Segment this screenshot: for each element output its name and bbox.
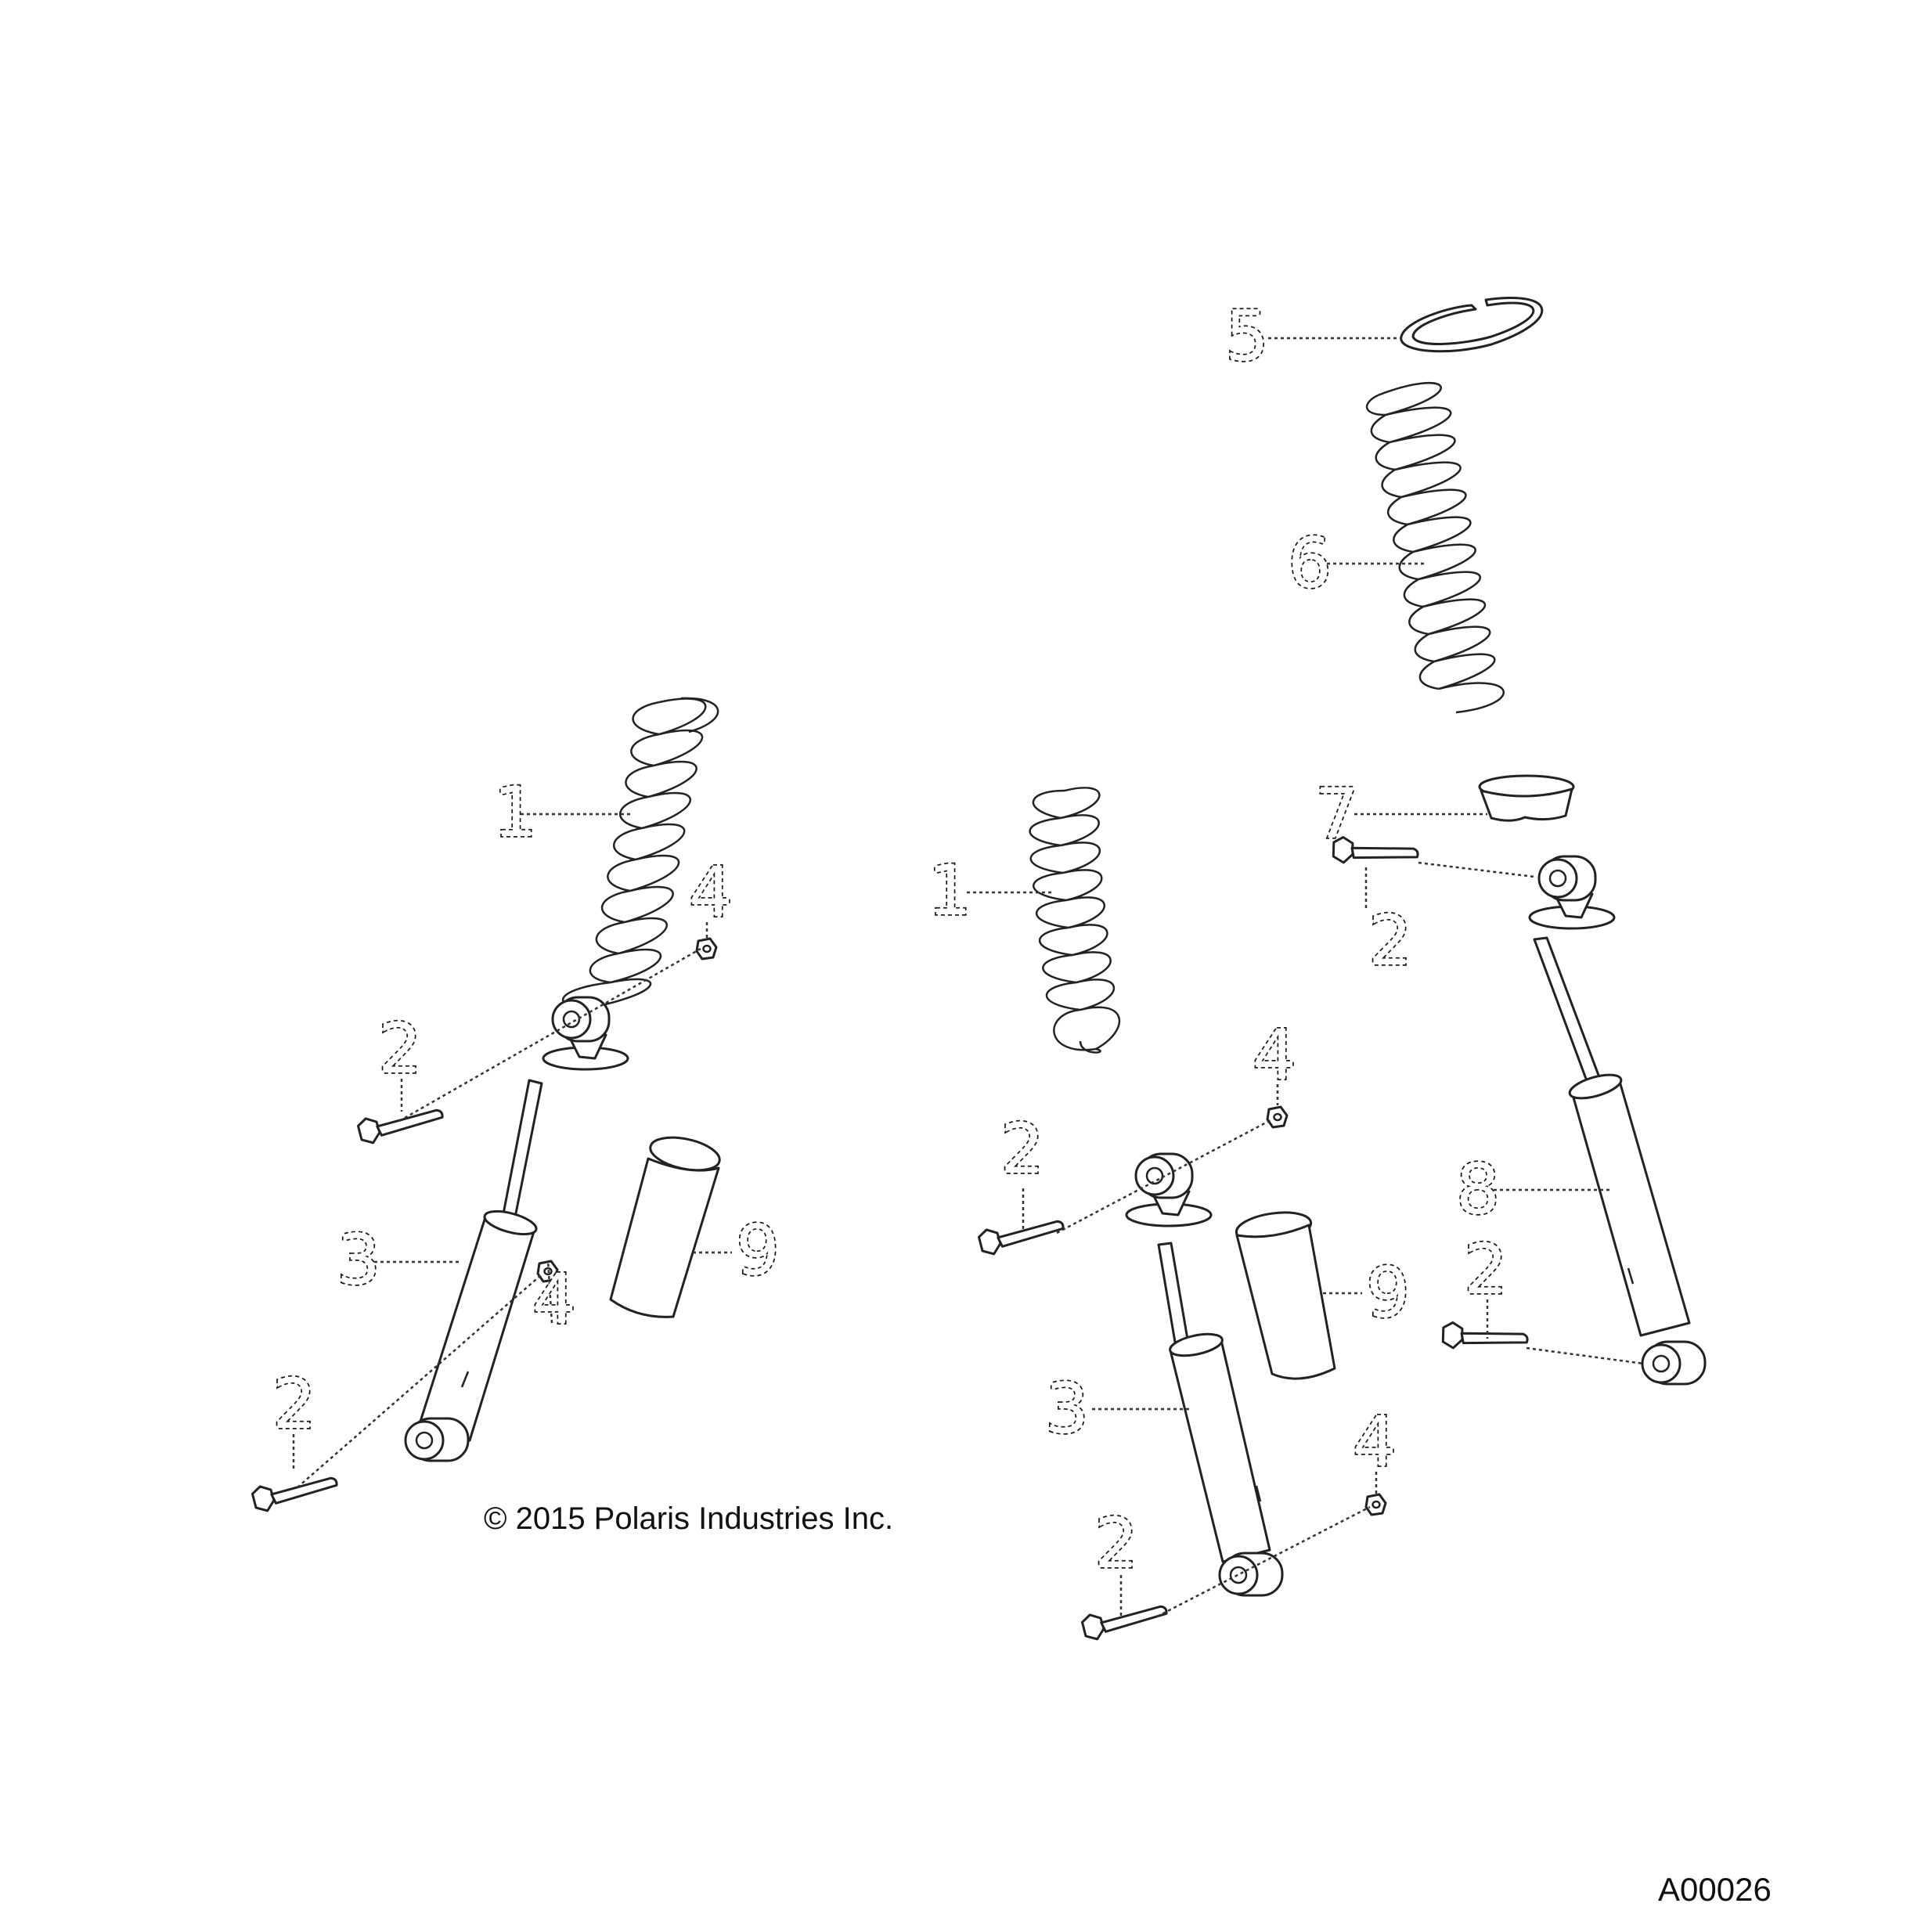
callout-2-right-lower: 2 (1464, 1229, 1508, 1310)
left-spring (562, 697, 719, 1011)
copyright-notice: © 2015 Polaris Industries Inc. (484, 1501, 893, 1536)
callout-6: 6 (1288, 523, 1332, 604)
callout-2-middle-upper: 2 (1000, 1108, 1044, 1189)
callout-4-middle-lower: 4 (1353, 1401, 1397, 1482)
left-upper-bolt (355, 1106, 446, 1146)
left-lower-bolt (250, 1474, 341, 1514)
leader-middle-lower-bolt (1156, 1505, 1371, 1618)
callout-4-middle-upper: 4 (1253, 1015, 1296, 1095)
leader-middle-upper-bolt (1056, 1118, 1273, 1235)
callout-2-right-upper: 2 (1368, 900, 1412, 981)
callout-5: 5 (1225, 296, 1269, 377)
right-lower-bolt (1439, 1320, 1530, 1360)
callout-1-left: 1 (493, 772, 537, 852)
right-spring (1365, 381, 1505, 714)
middle-spring (1029, 787, 1121, 1054)
leader-right-upper-bolt (1418, 861, 1535, 878)
left-shock-absorber (404, 996, 629, 1462)
leader-left-upper-bolt (398, 947, 701, 1123)
callout-7: 7 (1315, 773, 1359, 854)
callout-2-middle-lower: 2 (1094, 1503, 1138, 1584)
callout-9-left: 9 (736, 1210, 780, 1291)
callout-3-middle: 3 (1045, 1368, 1089, 1449)
middle-lower-nut (1364, 1493, 1387, 1516)
callout-1-middle: 1 (928, 850, 971, 931)
callout-8: 8 (1456, 1149, 1500, 1230)
leader-4-left-lower (546, 1260, 553, 1324)
left-bump-stop (609, 1136, 721, 1318)
middle-bump-stop (1235, 1211, 1336, 1380)
figure-id: A00026 (1658, 1871, 1772, 1908)
middle-lower-bolt (1080, 1602, 1170, 1642)
callout-4-left-upper: 4 (689, 852, 733, 932)
leader-right-lower-bolt (1526, 1346, 1645, 1365)
callout-2-left-upper: 2 (378, 1008, 422, 1089)
callout-2-left-lower: 2 (272, 1364, 316, 1444)
right-shock-absorber (1528, 855, 1707, 1386)
callout-9-middle: 9 (1366, 1253, 1410, 1333)
retaining-ring (1400, 296, 1544, 353)
leader-left-lower-bolt (297, 1274, 542, 1488)
middle-upper-nut (1266, 1105, 1289, 1129)
spring-retainer (1478, 774, 1575, 822)
middle-upper-bolt (976, 1217, 1067, 1257)
middle-shock-absorber (1125, 1152, 1284, 1597)
callout-3-left: 3 (337, 1220, 380, 1300)
callout-4-left-lower: 4 (532, 1259, 576, 1339)
